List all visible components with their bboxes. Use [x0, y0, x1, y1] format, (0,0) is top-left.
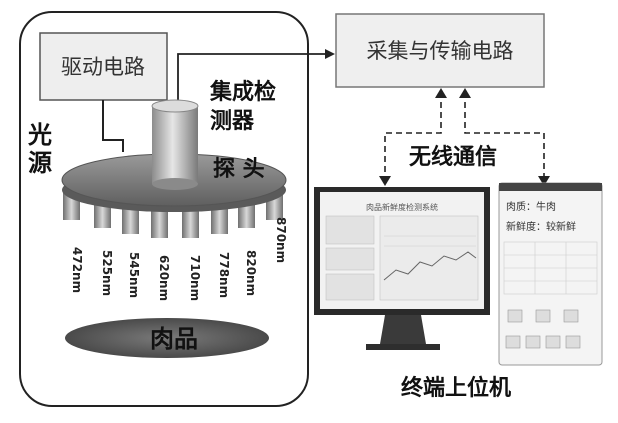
detector-label-line-2: 测器	[210, 109, 255, 134]
phone-line-2: 新鲜度：较新鲜	[506, 220, 576, 233]
acquisition-transmission-label: 采集与传输电路	[367, 39, 514, 63]
monitor-base	[366, 344, 440, 350]
phone-data-grid	[503, 241, 598, 295]
detector-to-acquisition-arrow	[177, 49, 335, 104]
light-source-char-1: 光	[27, 121, 52, 149]
wavelength-label-472: 472nm	[70, 247, 84, 293]
wireless-links	[384, 92, 545, 180]
driver-circuit-label: 驱动电路	[61, 55, 145, 79]
wireless-label: 无线通信	[409, 144, 497, 170]
light-source-label: 光 源	[27, 121, 60, 177]
monitor-stand	[380, 315, 426, 344]
detector-label: 集成检 测器	[209, 79, 284, 134]
wavelength-label-620: 620nm	[157, 255, 171, 301]
arrowhead-up-left	[435, 88, 447, 98]
phone-status-bar	[499, 183, 602, 191]
monitor-panel-2	[325, 247, 375, 271]
terminal-monitor: 肉品新鲜度检测系统	[314, 187, 490, 350]
meat-sample	[65, 318, 269, 358]
driver-circuit-box	[39, 32, 168, 101]
monitor-panel-3	[325, 273, 375, 301]
wavelength-label-820: 820nm	[244, 250, 258, 296]
wavelength-label-870: 870nm	[274, 217, 288, 263]
wireless-link-to-monitor	[384, 92, 442, 180]
acquisition-transmission-box	[335, 13, 545, 88]
wireless-link-to-phone	[464, 92, 545, 180]
terminal-label: 终端上位机	[401, 375, 511, 401]
wireless-arrowheads	[379, 88, 550, 186]
arrowhead-up-right	[459, 88, 471, 98]
monitor-chart-panel	[379, 215, 479, 301]
arrowhead-down-phone	[538, 176, 550, 186]
wavelength-labels: 472nm 525nm 545nm 620nm 710nm 778nm 820n…	[70, 217, 288, 301]
phone-line-1: 肉质：牛肉	[506, 200, 556, 213]
light-source-char-2: 源	[28, 149, 52, 177]
monitor-screen-title: 肉品新鲜度检测系统	[366, 202, 438, 212]
wavelength-label-778: 778nm	[217, 252, 231, 298]
arrowhead-down-monitor	[379, 176, 391, 186]
driver-to-probe-wire	[102, 100, 124, 152]
wavelength-label-545: 545nm	[127, 252, 141, 298]
terminal-phone: 肉质：牛肉 新鲜度：较新鲜	[498, 182, 603, 366]
monitor-chart-line	[383, 251, 477, 281]
meat-sample-label: 肉品	[150, 325, 198, 353]
phone-buttons	[505, 309, 581, 349]
detector-label-line-1: 集成检	[209, 79, 276, 105]
probe-label: 探 头	[213, 156, 265, 182]
wavelength-label-525: 525nm	[100, 250, 114, 296]
monitor-panel-1	[325, 215, 375, 245]
integrated-detector	[151, 99, 199, 190]
wavelength-label-710: 710nm	[188, 255, 202, 301]
